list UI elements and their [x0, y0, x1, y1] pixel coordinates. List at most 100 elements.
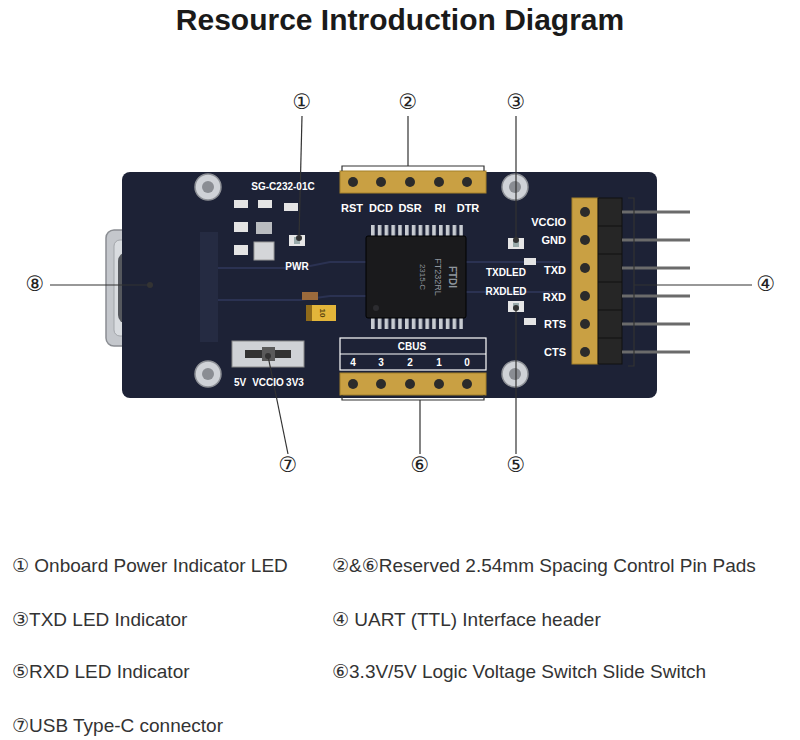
pad-hole	[434, 379, 444, 389]
smd-resistor	[258, 200, 272, 208]
chip-marking: FTDI	[447, 266, 458, 288]
description-item: ③TXD LED Indicator	[12, 610, 187, 631]
leader-dot	[513, 237, 519, 243]
pin-name: RXD	[543, 291, 566, 303]
pin-name: RI	[435, 202, 446, 214]
switch-label: VCCIO	[252, 377, 284, 388]
pad-hole	[580, 263, 590, 273]
smd-resistor	[524, 258, 536, 265]
description-item: ④ UART (TTL) Interface header	[332, 610, 601, 631]
pad-hole	[376, 177, 386, 187]
leader-line	[515, 116, 516, 240]
screw-head	[509, 181, 521, 193]
pad-hole	[580, 347, 590, 357]
pad-hole	[580, 291, 590, 301]
pad-hole	[434, 177, 444, 187]
leader-line	[515, 308, 516, 454]
callout-number: ②	[399, 91, 418, 114]
chip-dot	[373, 305, 379, 311]
pcb-trace	[218, 296, 368, 300]
pad-hole	[348, 177, 358, 187]
chip-marking: 2315-C	[418, 264, 427, 290]
uart-pads	[572, 198, 598, 364]
leader-bracket	[628, 198, 752, 366]
smd-resistor	[234, 222, 248, 232]
screw-head	[202, 181, 214, 193]
pad-hole	[405, 177, 415, 187]
pin-name: CTS	[544, 346, 566, 358]
mounting-screw	[195, 361, 221, 387]
mounting-screw	[502, 174, 528, 200]
header-pin	[622, 267, 690, 270]
header-pin	[622, 211, 690, 214]
pad-hole	[348, 379, 358, 389]
smd-resistor	[234, 200, 248, 208]
leader-bracket	[342, 116, 484, 171]
pin-name: GND	[542, 234, 566, 246]
callout-number: ④	[757, 273, 776, 296]
board-model: SG-C232-01C	[251, 181, 314, 192]
smd-resistor	[284, 203, 298, 211]
leader-line	[299, 116, 302, 238]
header-label: CBUS	[398, 341, 426, 352]
smd-resistor	[524, 318, 536, 325]
header-divider	[598, 226, 622, 227]
switch-label: 3V3	[286, 377, 304, 388]
capacitor-marking: 10	[318, 309, 327, 318]
pwr-led	[289, 235, 305, 246]
callout-number: ①	[293, 91, 312, 114]
pcb-board	[122, 172, 657, 398]
description-item: ⑤RXD LED Indicator	[12, 662, 190, 683]
description-item: ① Onboard Power Indicator LED	[12, 556, 288, 577]
screw-head	[202, 368, 214, 380]
callout-number: ⑤	[507, 454, 526, 477]
smd-resistor	[234, 245, 248, 255]
pin-number: 4	[350, 357, 356, 368]
pad-hole	[405, 379, 415, 389]
header-divider	[598, 254, 622, 255]
pin-name: DSR	[398, 202, 421, 214]
cbus-divider	[340, 354, 486, 355]
led-label: PWR	[285, 261, 308, 272]
txd-led	[508, 238, 524, 249]
header-plastic	[598, 198, 622, 364]
callout-number: ⑦	[279, 454, 298, 477]
chip-marking: FT232RL	[432, 258, 442, 296]
pin-number: 1	[436, 357, 442, 368]
pcb-trace	[464, 261, 560, 263]
header-divider	[598, 282, 622, 283]
callout-number: ⑥	[411, 454, 430, 477]
slide-switch	[232, 341, 304, 367]
smd-part	[256, 222, 272, 234]
cbus-pin-pads	[340, 373, 486, 395]
callout-number: ③	[507, 91, 526, 114]
pin-name: DCD	[369, 202, 393, 214]
rxd-led	[508, 301, 524, 312]
pin-number: 3	[378, 357, 384, 368]
mounting-screw	[195, 174, 221, 200]
header-divider	[598, 310, 622, 311]
pin-number: 0	[464, 357, 470, 368]
header-pin	[622, 239, 690, 242]
leader-line	[50, 284, 150, 285]
smd-capacitor	[302, 292, 318, 300]
switch-knob	[262, 347, 275, 361]
pin-name: RST	[341, 202, 363, 214]
pad-hole	[580, 207, 590, 217]
pad-hole	[376, 379, 386, 389]
pad-hole	[462, 379, 472, 389]
description-item: ⑥3.3V/5V Logic Voltage Switch Slide Swit…	[332, 662, 706, 683]
capacitor-band	[306, 305, 312, 321]
ft232rl-chip	[366, 236, 466, 318]
header-pin	[622, 351, 690, 354]
mounting-screw	[502, 361, 528, 387]
control-pin-pads	[340, 171, 486, 193]
pin-name: VCCIO	[531, 216, 566, 228]
led-label: TXDLED	[486, 267, 526, 278]
diagram-title: Resource Introduction Diagram	[176, 3, 624, 36]
leader-dot	[513, 305, 519, 311]
leader-dot	[147, 282, 153, 288]
description-item: ②&⑥Reserved 2.54mm Spacing Control Pin P…	[332, 556, 756, 577]
pad-hole	[580, 319, 590, 329]
